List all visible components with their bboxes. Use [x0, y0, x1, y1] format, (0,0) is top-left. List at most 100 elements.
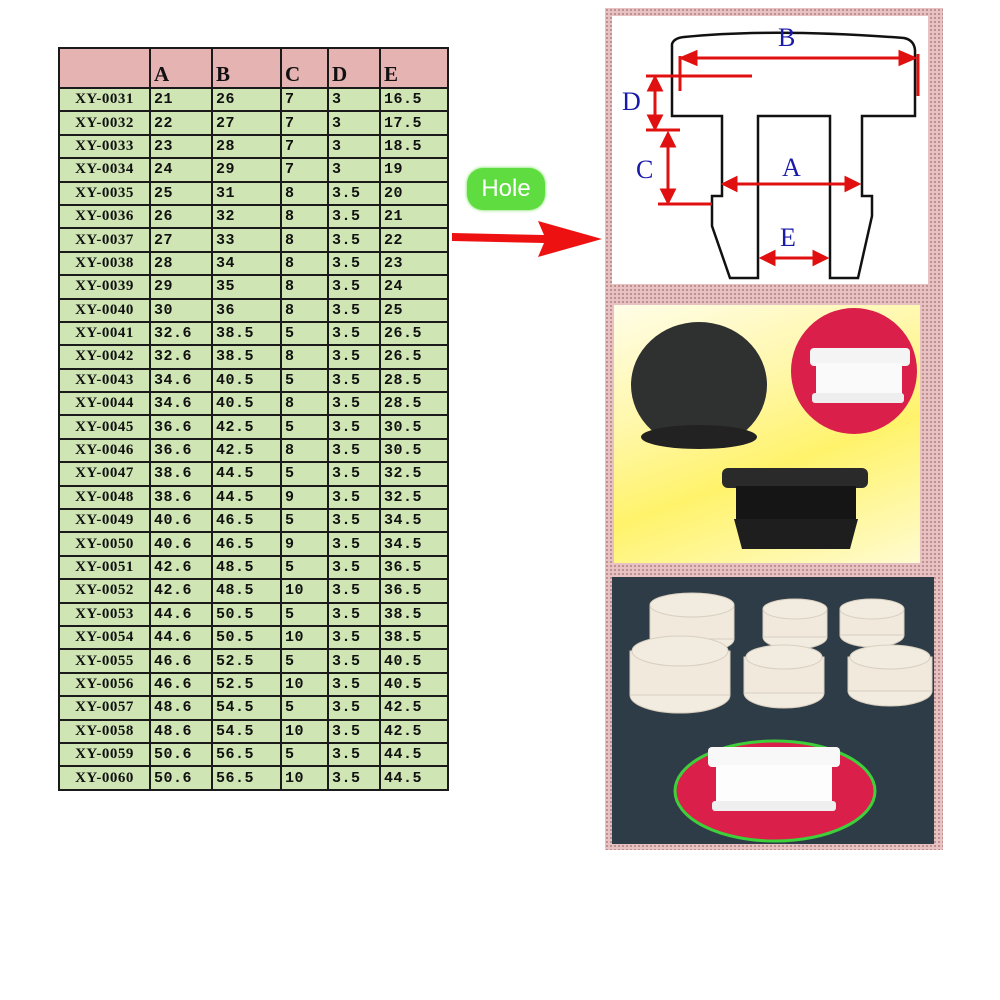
dimension-cell-b: 44.5: [211, 461, 282, 487]
dimension-cell-c: 5: [280, 508, 329, 534]
dimension-cell-a: 38.6: [149, 461, 213, 487]
dimension-cell-d: 3.5: [327, 601, 381, 628]
dimension-cell-d: 3.5: [327, 578, 381, 604]
dimension-cell-b: 54.5: [211, 718, 282, 744]
plug-outline: [670, 31, 917, 280]
dimension-cell-c: 5: [280, 648, 329, 674]
model-cell: XY-0047: [58, 461, 151, 487]
header-a: A: [149, 47, 213, 89]
model-cell: XY-0034: [58, 157, 151, 183]
dimension-cell-c: 7: [280, 86, 329, 113]
dimension-cell-e: 16.5: [379, 86, 449, 113]
dimension-cell-e: 44.5: [379, 741, 449, 768]
dimension-cell-a: 23: [149, 133, 213, 160]
dimension-cell-d: 3.5: [327, 718, 381, 744]
arrow-right-icon: [452, 221, 602, 257]
dimension-cell-c: 10: [280, 671, 329, 698]
dimension-cell-e: 40.5: [379, 648, 449, 674]
dimension-cell-c: 5: [280, 554, 329, 581]
dimension-cell-d: 3.5: [327, 741, 381, 768]
dimension-cell-a: 24: [149, 157, 213, 183]
dimension-cell-d: 3.5: [327, 180, 381, 206]
dimension-cell-e: 36.5: [379, 578, 449, 604]
dimension-cell-c: 8: [280, 180, 329, 206]
dimension-cell-c: 9: [280, 484, 329, 511]
dimension-cell-e: 19: [379, 157, 449, 183]
model-cell: XY-0052: [58, 578, 151, 604]
dimension-cell-e: 44.5: [379, 765, 449, 791]
dimension-cell-e: 42.5: [379, 718, 449, 744]
dimension-cell-c: 7: [280, 133, 329, 160]
dimension-cell-d: 3: [327, 157, 381, 183]
dimension-cell-b: 54.5: [211, 695, 282, 721]
dimension-cell-b: 34: [211, 250, 282, 277]
dimension-cell-b: 56.5: [211, 765, 282, 791]
dimension-cell-d: 3: [327, 133, 381, 160]
dimension-cell-b: 40.5: [211, 367, 282, 394]
model-cell: XY-0054: [58, 624, 151, 651]
dimension-cell-b: 29: [211, 157, 282, 183]
header-e: E: [379, 47, 449, 89]
dimension-cell-d: 3.5: [327, 484, 381, 511]
dimension-cell-c: 8: [280, 274, 329, 300]
dimension-cell-d: 3: [327, 86, 381, 113]
dimension-cell-b: 32: [211, 203, 282, 230]
model-cell: XY-0037: [58, 227, 151, 253]
dimension-cell-a: 36.6: [149, 437, 213, 464]
dimension-cell-d: 3.5: [327, 648, 381, 674]
dimension-cell-b: 26: [211, 86, 282, 113]
dimension-diagram: B D C A E: [612, 16, 928, 284]
black-plug-photo: [614, 305, 920, 563]
dimension-cell-e: 21: [379, 203, 449, 230]
dimension-cell-a: 46.6: [149, 671, 213, 698]
dimension-cell-b: 35: [211, 274, 282, 300]
dimension-cell-a: 21: [149, 86, 213, 113]
dimension-cell-b: 46.5: [211, 508, 282, 534]
dimension-cell-a: 42.6: [149, 578, 213, 604]
dimension-cell-b: 50.5: [211, 624, 282, 651]
dimension-cell-e: 23: [379, 250, 449, 277]
dimension-cell-c: 8: [280, 250, 329, 277]
dimension-cell-b: 52.5: [211, 671, 282, 698]
dimension-cell-c: 8: [280, 227, 329, 253]
black-plug-top-view: [631, 322, 767, 448]
label-c: C: [636, 155, 653, 184]
model-cell: XY-0043: [58, 367, 151, 394]
dimension-cell-b: 44.5: [211, 484, 282, 511]
model-cell: XY-0048: [58, 484, 151, 511]
dimension-cell-e: 38.5: [379, 601, 449, 628]
dimension-cell-d: 3.5: [327, 344, 381, 370]
model-cell: XY-0055: [58, 648, 151, 674]
header-c: C: [280, 47, 329, 89]
dimension-cell-c: 7: [280, 110, 329, 136]
dimension-cell-a: 25: [149, 180, 213, 206]
model-cell: XY-0031: [58, 86, 151, 113]
label-e: E: [780, 223, 796, 252]
model-cell: XY-0059: [58, 741, 151, 768]
model-cell: XY-0045: [58, 414, 151, 440]
dimension-cell-e: 34.5: [379, 531, 449, 557]
dimension-cell-c: 10: [280, 624, 329, 651]
dimension-cell-e: 26.5: [379, 320, 449, 347]
model-cell: XY-0050: [58, 531, 151, 557]
dimension-cell-d: 3.5: [327, 624, 381, 651]
dimension-cell-e: 42.5: [379, 695, 449, 721]
dimension-cell-b: 36: [211, 297, 282, 323]
dimension-cell-d: 3.5: [327, 391, 381, 417]
dimension-cell-d: 3.5: [327, 531, 381, 557]
dimension-cell-c: 5: [280, 741, 329, 768]
dimension-cell-e: 32.5: [379, 484, 449, 511]
model-cell: XY-0044: [58, 391, 151, 417]
